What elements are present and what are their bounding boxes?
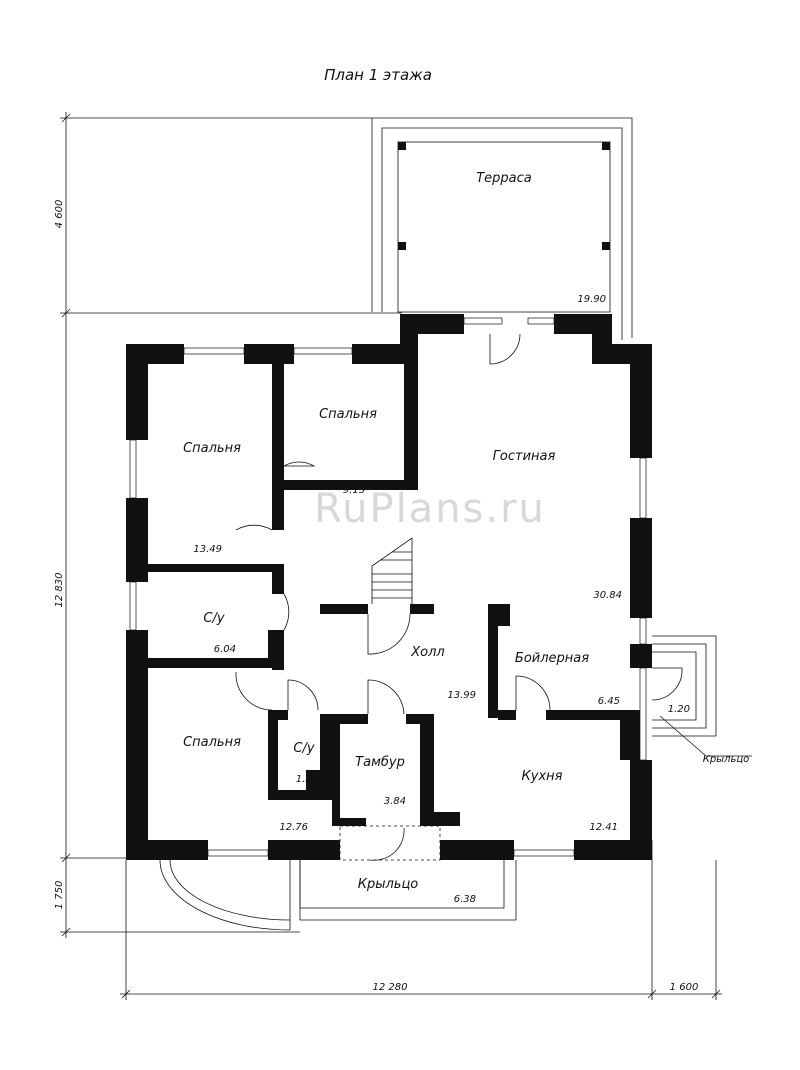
room-name-hall: Холл	[410, 645, 444, 660]
room-area-kitchen: 12.41	[589, 822, 618, 833]
dim-left-bottom: 1 750	[54, 881, 65, 910]
dim-left-top: 4 600	[54, 200, 65, 229]
room-name-bedroom-3: Спальня	[183, 735, 241, 750]
room-area-terrace: 19.90	[577, 294, 606, 305]
room-name-living: Гостиная	[493, 449, 556, 464]
room-name-boiler: Бойлерная	[515, 651, 589, 666]
watermark: RuPlans.ru	[314, 486, 546, 532]
room-name-wc-1: С/у	[203, 611, 224, 626]
room-area-hall: 13.99	[447, 690, 476, 701]
room-name-bedroom-2: Спальня	[319, 407, 377, 422]
dimension-lines	[60, 112, 722, 1000]
room-name-porch-front: Крыльцо	[358, 877, 419, 892]
dim-bottom-right: 1 600	[670, 982, 699, 993]
room-area-living: 30.84	[593, 590, 622, 601]
room-area-boiler: 6.45	[598, 696, 620, 707]
room-name-kitchen: Кухня	[522, 769, 563, 784]
room-area-tambur: 3.84	[384, 796, 406, 807]
porches	[159, 635, 752, 931]
room-name-porch-side: Крыльцо	[703, 754, 750, 765]
terrace	[371, 117, 633, 340]
room-area-wc-2: 1.55	[296, 774, 318, 785]
room-name-terrace: Терраса	[476, 171, 532, 186]
room-name-wc-2: С/у	[293, 741, 314, 756]
room-area-wc-1: 6.04	[214, 644, 236, 655]
room-area-bedroom-3: 12.76	[279, 822, 308, 833]
room-area-porch-side: 1.20	[668, 704, 690, 715]
room-name-bedroom-1: Спальня	[183, 441, 241, 456]
windows	[129, 317, 647, 857]
room-area-bedroom-2: 9.15	[343, 485, 365, 496]
walls	[126, 314, 652, 860]
plan-title: План 1 этажа	[324, 66, 432, 84]
dim-left-main: 12 830	[54, 573, 65, 608]
dim-bottom-main: 12 280	[373, 982, 408, 993]
room-area-porch-front: 6.38	[454, 894, 476, 905]
doors	[235, 333, 683, 861]
room-area-bedroom-1: 13.49	[193, 544, 222, 555]
room-name-tambur: Тамбур	[355, 755, 405, 770]
